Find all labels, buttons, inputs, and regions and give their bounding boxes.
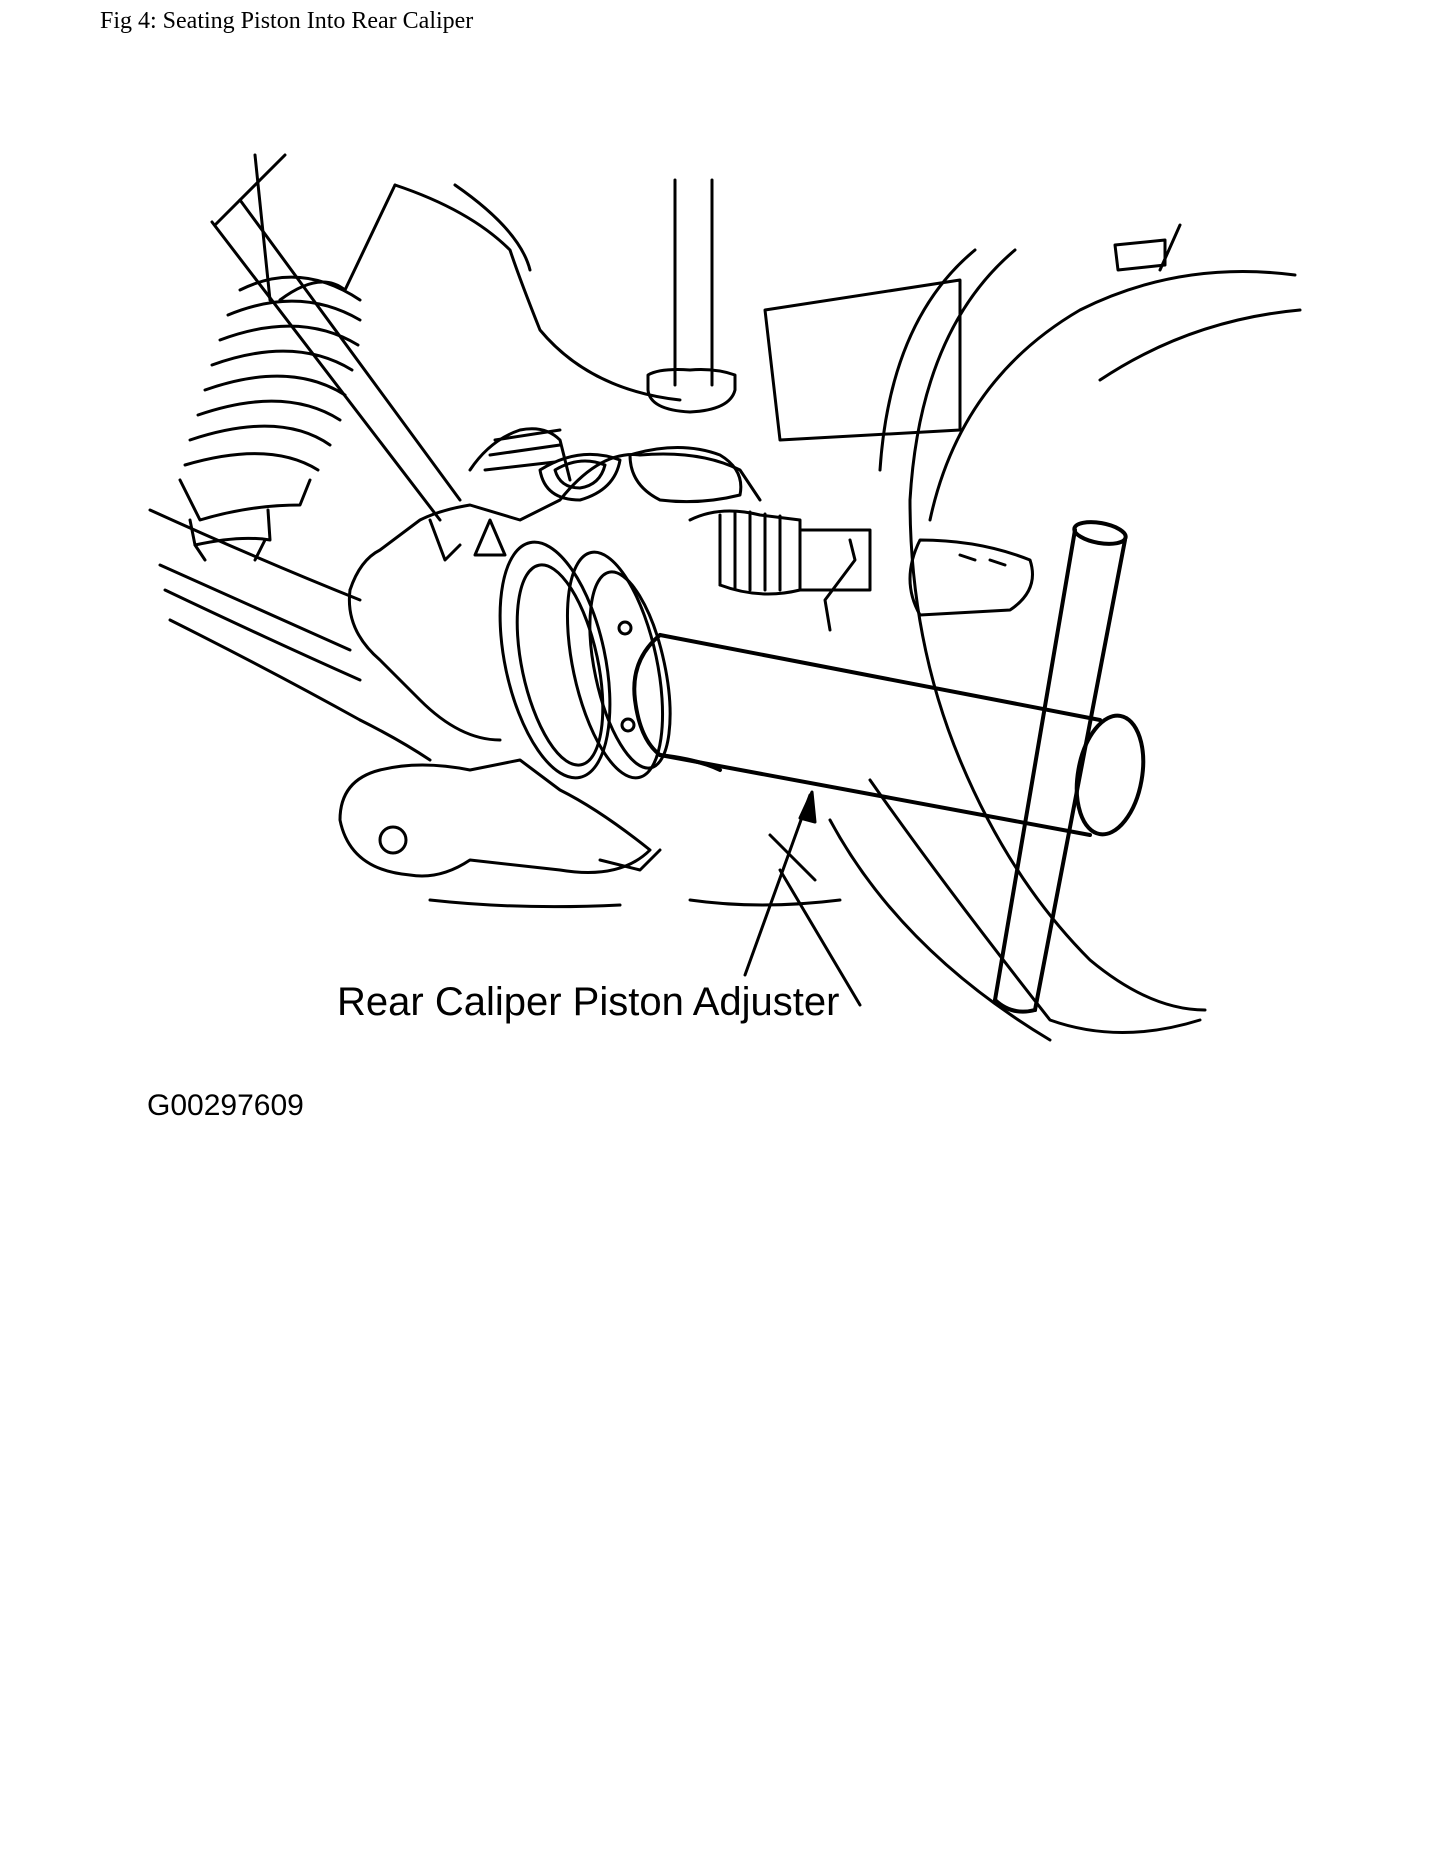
- brake-pad: [908, 538, 1034, 617]
- strut-rod: [210, 198, 462, 522]
- bleeder-fitting: [688, 509, 872, 632]
- caliper-bracket: [763, 223, 1182, 442]
- piston-bore: [498, 540, 672, 780]
- mounting-ear: [338, 758, 662, 909]
- caliper-body: [347, 427, 762, 742]
- shock-boot: [178, 153, 397, 562]
- figure-code: G00297609: [147, 1089, 304, 1122]
- figure-caption: Fig 4: Seating Piston Into Rear Caliper: [100, 8, 474, 34]
- lower-detail-lines: [688, 833, 862, 1007]
- brake-line: [646, 178, 737, 414]
- callout-arrow: [743, 790, 817, 977]
- adjuster-t-handle: [993, 520, 1128, 1014]
- callout-label: Rear Caliper Piston Adjuster: [337, 980, 840, 1024]
- adjuster-tool: [632, 633, 1146, 837]
- brake-rotor: [828, 248, 1302, 1042]
- knuckle-frame: [148, 183, 682, 762]
